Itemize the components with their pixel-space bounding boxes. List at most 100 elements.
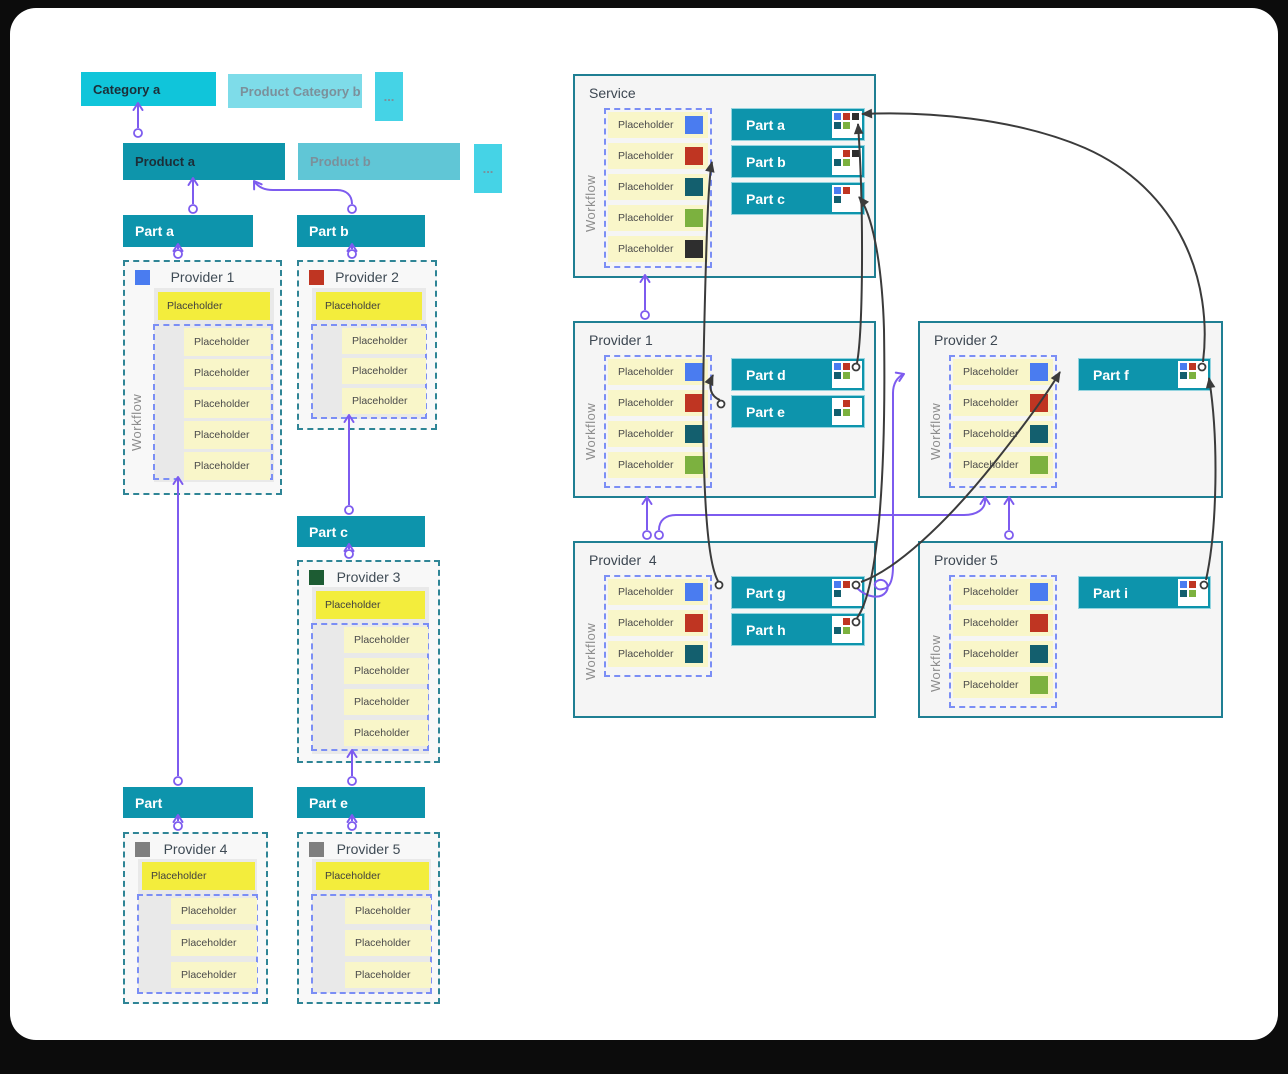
red-square-icon: [685, 394, 703, 412]
blue-square-icon: [685, 116, 703, 134]
placeholder-item: Placeholder: [342, 328, 426, 354]
service-title: Service: [589, 85, 636, 101]
placeholder-item: Placeholder: [608, 610, 708, 636]
part-a-label: Part a: [746, 116, 785, 133]
placeholder-label: Placeholder: [963, 428, 1019, 440]
product-category-b-label: Product Category b: [240, 83, 361, 99]
diagram-canvas: Category a Product Category b ... Produc…: [10, 8, 1278, 1040]
placeholder-label: Placeholder: [963, 679, 1019, 691]
provider-4-title: Provider 4: [589, 552, 657, 568]
placeholder-item: Placeholder: [953, 641, 1053, 667]
placeholder-label: Placeholder: [618, 119, 674, 131]
placeholder-item: Placeholder: [608, 579, 708, 605]
product-a-box: Product a: [123, 143, 285, 180]
part-b-label: Part b: [746, 153, 786, 170]
placeholder-item: Placeholder: [184, 452, 270, 480]
provider-5-icon: [309, 842, 324, 857]
provider-4-left-box: Provider 4 Placeholder Placeholder Place…: [123, 832, 268, 1004]
blue-square-icon: [1030, 583, 1048, 601]
placeholder-item: Placeholder: [953, 610, 1053, 636]
placeholder-item: Placeholder: [171, 898, 257, 924]
placeholder-item: Placeholder: [345, 962, 431, 988]
placeholder-item: Placeholder: [184, 359, 270, 387]
part-a-label: Part a: [135, 223, 174, 239]
part-b-node: Part b: [731, 145, 865, 178]
teal-square-icon: [685, 645, 703, 663]
provider-4-icon: [135, 842, 150, 857]
ellipsis-label: ...: [383, 89, 395, 104]
provider-3-icon: [309, 570, 324, 585]
part-h-grid-icon: [832, 616, 862, 643]
blue-square-icon: [685, 583, 703, 601]
arrow-rprovider4-rprovider2: [658, 496, 991, 531]
placeholder-label: Placeholder: [963, 366, 1019, 378]
product-b-label: Product b: [310, 154, 371, 169]
placeholder-label: Placeholder: [963, 397, 1019, 409]
placeholder-item: Placeholder: [953, 421, 1053, 447]
product-a-label: Product a: [135, 154, 195, 169]
placeholder-item: Placeholder: [608, 112, 708, 138]
placeholder-item: Placeholder: [608, 359, 708, 385]
placeholder-item: Placeholder: [344, 627, 428, 653]
placeholder-item: Placeholder: [608, 236, 708, 262]
provider-2-left-box: Provider 2 Placeholder Placeholder Place…: [297, 260, 437, 430]
placeholder-item: Placeholder: [608, 390, 708, 416]
red-square-icon: [685, 614, 703, 632]
part-e-grid-icon: [832, 398, 862, 425]
placeholder-label: Placeholder: [618, 181, 674, 193]
part-a-left-box: Part a: [123, 215, 253, 247]
workflow-steps-frame: [137, 894, 258, 994]
provider-4-title: Provider 4: [163, 841, 228, 857]
category-a-label: Category a: [93, 81, 161, 97]
part-c-label: Part c: [309, 523, 348, 540]
placeholder-item: Placeholder: [953, 359, 1053, 385]
placeholder-item: Placeholder: [608, 205, 708, 231]
part-a-node: Part a: [731, 108, 865, 141]
placeholder-item: Placeholder: [608, 452, 708, 478]
placeholder-item: Placeholder: [953, 579, 1053, 605]
category-ellipsis-box: ...: [375, 72, 403, 121]
placeholder-label: Placeholder: [963, 459, 1019, 471]
workflow-steps-frame: [604, 575, 712, 677]
part-h-label: Part h: [746, 621, 786, 638]
placeholder-label: Placeholder: [618, 243, 674, 255]
part-e-node: Part e: [731, 395, 865, 428]
red-square-icon: [685, 147, 703, 165]
ellipsis-label: ...: [482, 161, 494, 176]
placeholder-item: Placeholder: [344, 720, 428, 746]
part-b-grid-icon: [832, 148, 862, 175]
workflow-label: Workflow: [129, 393, 144, 451]
placeholder-label: Placeholder: [618, 212, 674, 224]
provider-2-right-box: Provider 2 Workflow Placeholder Placehol…: [918, 321, 1223, 498]
part-g-grid-icon: [832, 579, 862, 606]
part-e-label: Part e: [746, 403, 785, 420]
part-left-box: Part: [123, 787, 253, 818]
provider-1-title: Provider 1: [589, 332, 653, 348]
green-square-icon: [1030, 676, 1048, 694]
placeholder-label: Placeholder: [618, 150, 674, 162]
provider-3-left-box: Provider 3 Placeholder Placeholder Place…: [297, 560, 440, 763]
placeholder-item-active: Placeholder: [316, 862, 429, 890]
placeholder-item: Placeholder: [342, 388, 426, 414]
workflow-steps-frame: [311, 894, 432, 994]
provider-3-title: Provider 3: [336, 569, 401, 585]
green-square-icon: [685, 456, 703, 474]
provider-1-title: Provider 1: [170, 269, 235, 285]
placeholder-item: Placeholder: [184, 390, 270, 418]
placeholder-item: Placeholder: [344, 689, 428, 715]
blue-square-icon: [685, 363, 703, 381]
placeholder-label: Placeholder: [963, 648, 1019, 660]
part-d-grid-icon: [832, 361, 862, 388]
part-c-node: Part c: [731, 182, 865, 215]
placeholder-item: Placeholder: [345, 930, 431, 956]
part-f-grid-icon: [1178, 361, 1208, 388]
part-c-label: Part c: [746, 190, 785, 207]
part-e-label: Part e: [309, 794, 348, 811]
teal-square-icon: [1030, 425, 1048, 443]
provider-2-title: Provider 2: [335, 269, 399, 285]
part-a-grid-icon: [832, 111, 862, 138]
part-g-label: Part g: [746, 584, 786, 601]
placeholder-label: Placeholder: [618, 586, 674, 598]
part-f-label: Part f: [1093, 366, 1129, 383]
part-c-left-box: Part c: [297, 516, 425, 547]
